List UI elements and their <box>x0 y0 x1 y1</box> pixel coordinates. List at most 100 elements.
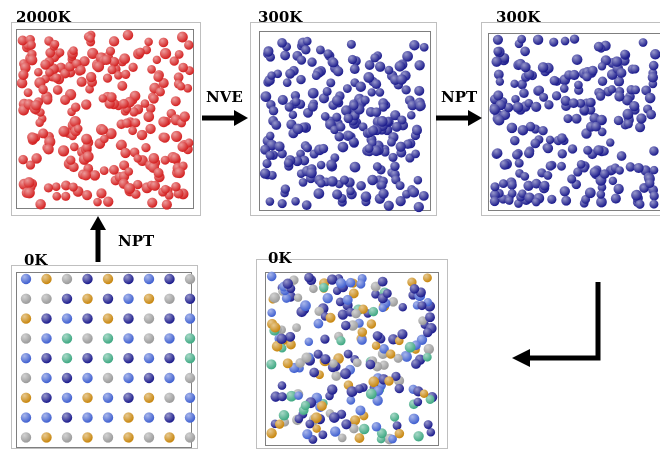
atom <box>82 333 93 344</box>
atom <box>114 71 123 80</box>
atom <box>366 319 377 329</box>
atom <box>89 170 101 181</box>
atom <box>34 67 43 77</box>
atom <box>375 88 385 97</box>
atom <box>423 420 433 429</box>
atom <box>378 303 388 313</box>
atom <box>379 344 389 354</box>
atom <box>355 81 367 92</box>
atom <box>267 71 276 80</box>
atom <box>401 351 412 362</box>
atom <box>42 94 53 105</box>
atom <box>184 392 196 403</box>
label-2000k: 2000K <box>16 8 71 26</box>
atom <box>102 293 114 304</box>
atom <box>390 412 400 422</box>
atom <box>23 187 35 199</box>
atom <box>307 87 319 99</box>
atom <box>397 115 407 125</box>
atom <box>367 174 378 186</box>
atom <box>641 85 652 96</box>
atom <box>122 29 134 41</box>
atom <box>648 60 659 71</box>
atom <box>85 71 97 83</box>
atom <box>597 127 607 137</box>
atom <box>312 424 321 433</box>
atom <box>345 277 356 288</box>
atom <box>82 412 93 423</box>
atom <box>402 50 413 62</box>
atom <box>164 313 175 324</box>
atom <box>270 322 281 333</box>
atom <box>557 161 566 171</box>
atom <box>276 333 287 345</box>
atom <box>318 430 328 440</box>
atom <box>143 333 155 344</box>
atom <box>38 84 48 95</box>
atom <box>147 65 156 74</box>
atom <box>123 273 134 285</box>
atom <box>301 45 311 55</box>
atom <box>489 104 500 115</box>
atom <box>60 94 71 105</box>
atom <box>406 110 416 120</box>
atom <box>408 187 420 198</box>
atom <box>164 392 175 403</box>
atom <box>16 77 28 89</box>
atom <box>293 293 303 302</box>
atom <box>523 180 534 191</box>
panel-0k-crystal <box>11 265 198 449</box>
arrow-npt-up-label: NPT <box>118 232 155 250</box>
atom <box>309 284 318 294</box>
atom <box>319 282 329 293</box>
atom <box>69 142 79 152</box>
atom <box>358 423 370 435</box>
atom <box>401 85 411 95</box>
atom <box>302 429 313 440</box>
atom <box>395 181 405 191</box>
atom <box>61 191 71 201</box>
atom <box>649 191 659 201</box>
atom <box>543 143 554 154</box>
atom <box>414 85 425 96</box>
arrow-nve-label: NVE <box>206 88 243 106</box>
atom <box>41 392 52 403</box>
atom <box>176 82 186 91</box>
atom <box>143 293 155 304</box>
atom <box>397 329 408 340</box>
atom <box>153 167 164 178</box>
atom <box>385 349 396 359</box>
atom <box>82 353 93 364</box>
atom <box>323 49 333 59</box>
atom <box>315 45 325 55</box>
atom <box>349 423 359 434</box>
atom <box>560 36 570 46</box>
atom <box>300 300 311 312</box>
atom <box>143 372 155 384</box>
atom <box>82 273 93 285</box>
atoms-0k-crystal <box>20 273 196 443</box>
label-0k-crystal: 0K <box>24 251 48 269</box>
atom <box>82 293 93 304</box>
atom <box>335 297 345 307</box>
atom <box>613 115 624 126</box>
atom <box>311 71 321 81</box>
atom <box>61 372 73 384</box>
atom <box>314 306 324 316</box>
atom <box>413 201 424 213</box>
atom <box>20 293 32 304</box>
atom <box>408 413 420 425</box>
atom <box>585 97 595 107</box>
atom <box>285 331 296 342</box>
atom <box>98 94 108 103</box>
atom <box>105 128 117 140</box>
atom <box>372 162 382 172</box>
atom <box>395 141 406 152</box>
atom <box>346 186 355 196</box>
atom <box>294 414 304 424</box>
atom <box>164 293 175 304</box>
atom <box>349 100 359 111</box>
atom <box>622 108 634 120</box>
atom <box>388 297 398 307</box>
atom <box>499 159 510 170</box>
